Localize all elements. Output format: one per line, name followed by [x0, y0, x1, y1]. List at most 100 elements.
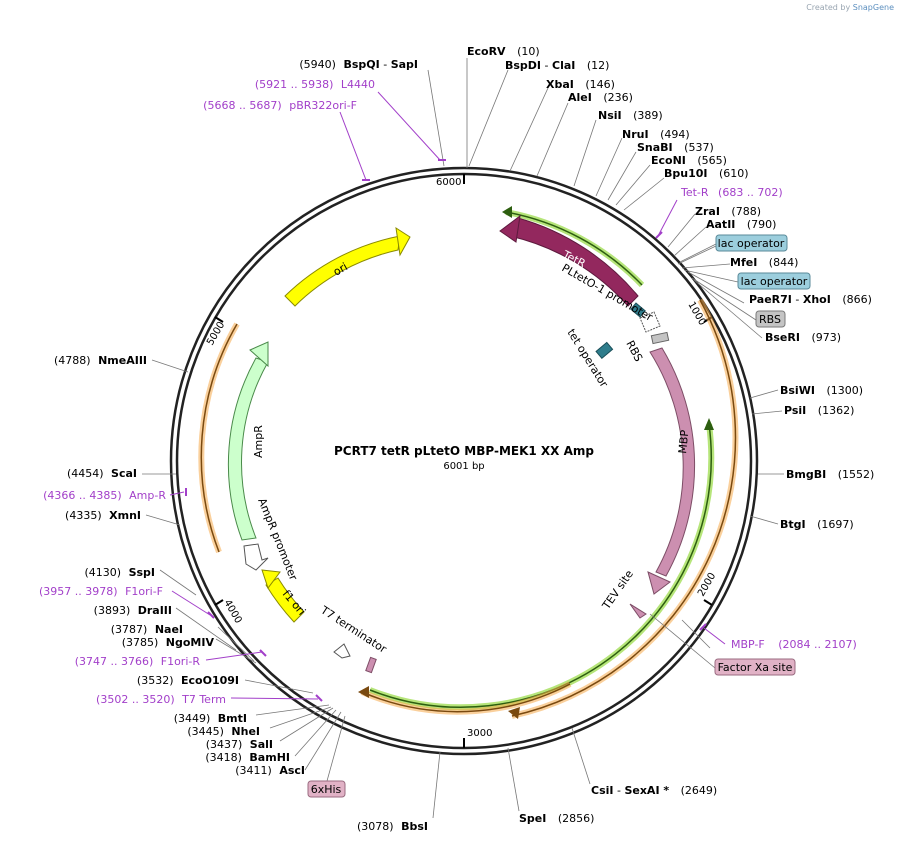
t7term-label: T7 terminator — [318, 603, 390, 656]
plasmid-size: 6001 bp — [443, 461, 484, 472]
green-arc-right-core — [369, 423, 712, 708]
site-spei: SpeI (2856) — [519, 812, 594, 825]
green-arrowhead-top — [502, 206, 512, 218]
site-zrai: ZraI (788) — [695, 205, 761, 218]
site-bspqi: (5940) BspQI - SapI — [299, 58, 418, 71]
tetR-arrowhead — [499, 214, 521, 243]
site-draiii: (3893) DraIII — [94, 604, 172, 617]
site-btgi: BtgI (1697) — [780, 518, 854, 531]
site-bamhi: (3418) BamHI — [205, 751, 290, 764]
box-lac-operator-2: lac operator — [683, 269, 811, 290]
tetop-box-1 — [630, 302, 646, 318]
primer-f1ori-r: (3747 .. 3766) F1ori-R — [75, 655, 201, 668]
site-nhei: (3445) NheI — [187, 725, 260, 738]
site-alei: AleI (236) — [568, 91, 633, 104]
tick-label-6000: 6000 — [436, 177, 461, 188]
site-bmgbi: BmgBI (1552) — [786, 468, 874, 481]
site-paer7i: PaeR7I - XhoI (866) — [749, 293, 872, 306]
box-rbs-label: RBS — [759, 313, 781, 326]
mbp-arrowhead — [647, 571, 671, 595]
site-mfei: MfeI (844) — [730, 256, 798, 269]
ori-label: ori — [331, 260, 350, 278]
tetop-box-2 — [595, 341, 614, 360]
orange-arrowhead-inner — [358, 686, 369, 698]
site-bpu10i: Bpu10I (610) — [664, 167, 749, 180]
tev-label: TEV site — [599, 568, 636, 613]
primer-lines — [169, 91, 726, 700]
site-sali: (3437) SalI — [206, 738, 273, 751]
primer-f1ori-f: (3957 .. 3978) F1ori-F — [39, 585, 163, 598]
credit-prefix: Created by — [806, 3, 851, 12]
primer-t7term: (3502 .. 3520) T7 Term — [96, 693, 226, 706]
orange-arc-right-core — [511, 299, 737, 717]
credit-brand: SnapGene — [852, 3, 894, 12]
site-ngomiv: (3785) NgoMIV — [122, 636, 215, 649]
pltet-arrow — [639, 311, 661, 333]
plasmid-title: PCRT7 tetR pLtetO MBP-MEK1 XX Amp — [334, 444, 594, 458]
orange-arc-inner-core — [361, 683, 571, 713]
backbone-outer-circle — [169, 166, 759, 756]
box-6xhis: 6xHis — [307, 715, 346, 798]
site-snabi: SnaBI (537) — [637, 141, 714, 154]
rbs-feature-label: RBS — [623, 338, 645, 364]
box-factor-xa-label: Factor Xa site — [718, 661, 793, 674]
tick-5000 — [214, 316, 224, 323]
tick-2000 — [703, 599, 713, 606]
box-lac-operator-1: lac operator — [679, 234, 788, 263]
site-naei: (3787) NaeI — [111, 623, 183, 636]
box-rbs: RBS — [691, 277, 786, 328]
site-csii: CsiI - SexAI * (2649) — [591, 784, 717, 797]
site-ecoo109i: (3532) EcoO109I — [137, 674, 239, 687]
site-scai: (4454) ScaI — [67, 467, 137, 480]
site-bspdi: BspDI - ClaI (12) — [505, 59, 609, 72]
tick-4000 — [214, 599, 224, 606]
ampR-label: AmpR — [252, 425, 265, 458]
site-bmti: (3449) BmtI — [174, 712, 247, 725]
f1ori-arrowhead — [261, 569, 281, 590]
site-bsiwi: BsiWI (1300) — [780, 384, 863, 397]
orange-arc-left-core — [200, 323, 238, 553]
green-arrowhead-right — [704, 418, 714, 430]
tetR-arrow — [509, 217, 639, 307]
site-psii: PsiI (1362) — [784, 404, 854, 417]
site-asci: (3411) AscI — [235, 764, 305, 777]
snapgene-credit: Created by SnapGene — [806, 3, 894, 12]
site-bseri: BseRI (973) — [765, 331, 841, 344]
site-aatii: AatII (790) — [706, 218, 776, 231]
box-6xhis-label: 6xHis — [311, 783, 342, 796]
rbs-box — [650, 331, 670, 345]
f1ori-arrow — [265, 577, 305, 623]
tetop-label: tet operator — [564, 327, 610, 390]
mbp-label: MBP — [676, 429, 691, 454]
ampR-arrow — [227, 357, 269, 541]
primer-pbr322ori-f: (5668 .. 5687) pBR322ori-F — [203, 99, 357, 112]
site-nsii: NsiI (389) — [598, 109, 663, 122]
orange-arc-right — [511, 298, 739, 719]
site-xbai: XbaI (146) — [546, 78, 615, 91]
primer-l4440: (5921 .. 5938) L4440 — [255, 78, 375, 91]
t7term-arrow — [333, 643, 351, 659]
primer-tet-r: Tet-R (683 .. 702) — [680, 186, 783, 199]
primer-mbp-f: MBP-F (2084 .. 2107) — [731, 638, 857, 651]
site-econi: EcoNI (565) — [651, 154, 727, 167]
tev-marker — [629, 603, 647, 619]
site-sspi: (4130) SspI — [84, 566, 155, 579]
ampR-arrowhead — [249, 341, 269, 368]
t7term-marker — [365, 656, 377, 674]
site-nrui: NruI (494) — [622, 128, 690, 141]
tick-label-3000: 3000 — [467, 728, 492, 739]
leader-lines — [142, 58, 784, 819]
site-bbsi: (3078) BbsI — [357, 820, 428, 833]
box-factor-xa: Factor Xa site — [649, 613, 796, 676]
green-arc-top-core — [505, 211, 643, 286]
orange-arrowhead-right — [508, 707, 520, 719]
site-nmeaiii: (4788) NmeAIII — [54, 354, 147, 367]
ampRpro-arrow — [243, 543, 269, 571]
ori-arrowhead — [395, 226, 411, 257]
box-lac-operator-1-label: lac operator — [718, 237, 785, 250]
box-lac-operator-2-label: lac operator — [741, 275, 808, 288]
primer-marks — [185, 159, 707, 702]
mbp-arrow — [649, 347, 696, 577]
site-xmni: (4335) XmnI — [65, 509, 141, 522]
